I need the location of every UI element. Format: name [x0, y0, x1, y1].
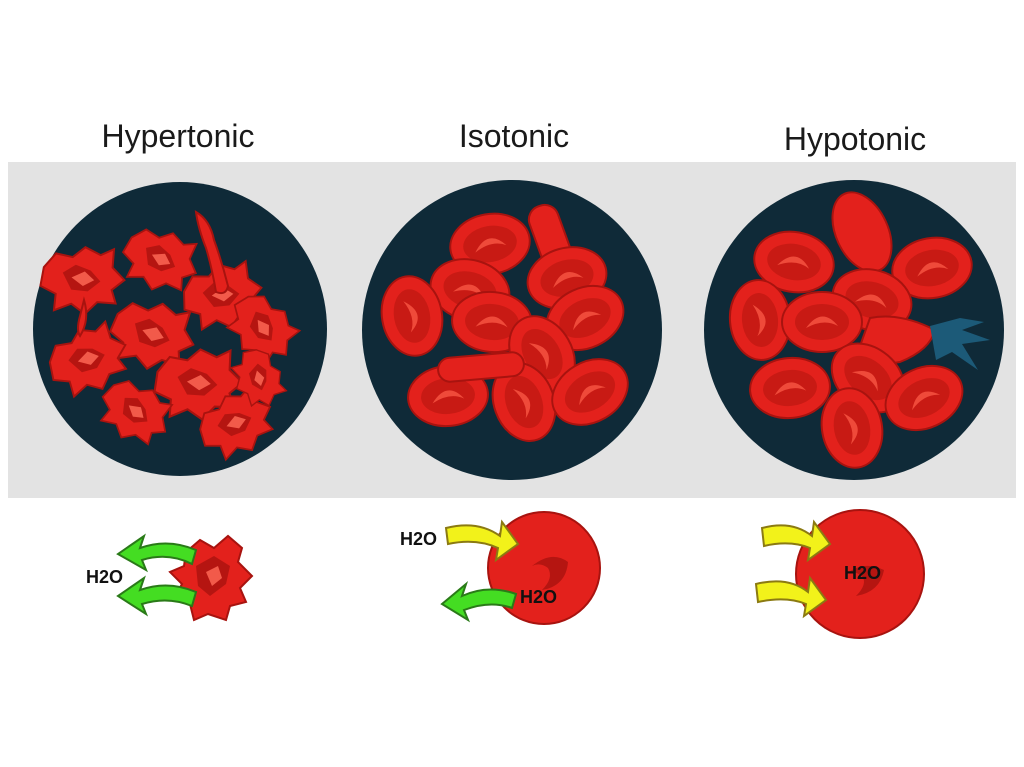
hypertonic-cell	[116, 533, 254, 622]
inflow-arrow-top	[760, 519, 832, 563]
normal-cells	[374, 203, 641, 451]
outflow-arrow-top	[116, 533, 198, 573]
shrunken-cells	[34, 210, 308, 472]
swollen-cells	[725, 191, 990, 474]
isotonic-cell	[440, 511, 601, 625]
hypertonic-water-label: H2O	[86, 567, 123, 587]
hypertonic-dish	[33, 182, 327, 476]
isotonic-dish	[362, 180, 662, 480]
isotonic-water-label-in: H2O	[400, 529, 437, 549]
inflow-arrow	[444, 519, 520, 563]
hypotonic-title: Hypotonic	[783, 121, 927, 157]
hypotonic-water-label: H2O	[844, 563, 881, 583]
hypotonic-dish	[704, 180, 1004, 480]
outflow-arrow-bottom	[116, 575, 198, 617]
hypotonic-cell	[754, 509, 925, 639]
hypertonic-title: Hypertonic	[101, 118, 255, 154]
isotonic-water-label-out: H2O	[520, 587, 557, 607]
inflow-arrow-bottom	[754, 575, 828, 619]
isotonic-title: Isotonic	[458, 118, 570, 154]
outflow-arrow	[440, 580, 518, 623]
